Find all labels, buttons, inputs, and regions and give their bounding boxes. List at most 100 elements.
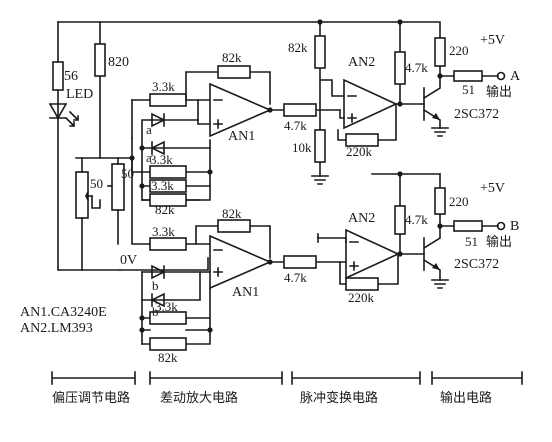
diff-amp-top xyxy=(129,65,341,207)
transistor-bot-icon xyxy=(422,225,441,281)
label-r-820: 820 xyxy=(108,55,129,70)
resistor-51-bot xyxy=(453,220,483,232)
label-diode-b1: b xyxy=(152,278,159,293)
caption-output: 输出电路 xyxy=(440,390,492,406)
label-r47-top: 4.7k xyxy=(284,118,307,133)
label-r82-top2: 82k xyxy=(155,202,175,217)
resistor-3.3k-top-3 xyxy=(149,179,187,193)
led-light-arrows-icon xyxy=(64,110,80,128)
resistor-3.3k-bot-1 xyxy=(149,237,187,251)
terminal-b xyxy=(496,221,506,231)
label-diode-a1: a xyxy=(146,122,152,137)
opamp-an1-top xyxy=(209,82,273,138)
label-r33-bot2: 3.3k xyxy=(155,299,178,314)
label-r82-bot1: 82k xyxy=(222,206,242,221)
ground-icon-top-mid xyxy=(311,175,329,185)
diode-a-2-icon xyxy=(150,140,165,156)
led-icon xyxy=(48,102,68,120)
label-r47-bot: 4.7k xyxy=(284,270,307,285)
label-output-top: 输出 xyxy=(486,84,512,100)
label-output-bot: 输出 xyxy=(486,234,512,250)
resistor-220-top xyxy=(434,37,446,67)
label-r33-top1: 3.3k xyxy=(152,79,175,94)
ground-icon-bot-out xyxy=(431,279,449,289)
section-brackets xyxy=(51,371,523,385)
label-part-an1: AN1.CA3240E xyxy=(20,305,107,320)
label-r220-top: 220 xyxy=(449,43,469,58)
label-r82-an2: 82k xyxy=(288,40,308,55)
label-out-a: A xyxy=(510,69,521,84)
terminal-a xyxy=(496,71,506,81)
label-r220k-bot: 220k xyxy=(348,290,375,305)
label-an1-bot: AN1 xyxy=(232,285,259,300)
component-labels: 56 LED 820 50 50 0V 3.3k 3.3k 3.3k 82k 8… xyxy=(20,33,521,365)
resistor-56 xyxy=(52,61,64,91)
diode-a-1-icon xyxy=(151,112,166,128)
label-vcc-bot: +5V xyxy=(480,181,505,196)
resistor-3.3k-top-1 xyxy=(149,93,187,107)
resistor-51-top xyxy=(453,70,483,82)
ground-icon-top-out xyxy=(431,127,449,137)
label-part-an2: AN2.LM393 xyxy=(20,321,93,336)
label-an2-top: AN2 xyxy=(348,55,375,70)
label-vcc-top: +5V xyxy=(480,33,505,48)
label-0v: 0V xyxy=(120,253,137,268)
label-r82-bot2: 82k xyxy=(158,350,178,365)
label-r47-pull-bot: 4.7k xyxy=(405,212,428,227)
label-r33-bot1: 3.3k xyxy=(152,224,175,239)
resistor-4.7k-bot xyxy=(283,255,317,269)
caption-bias: 偏压调节电路 xyxy=(52,390,130,406)
label-transistor-top: 2SC372 xyxy=(454,107,499,122)
transistor-top-icon xyxy=(422,75,441,129)
label-r220k-top: 220k xyxy=(346,144,373,159)
bias-circuit xyxy=(48,21,321,271)
resistor-82k-an2 xyxy=(314,35,326,69)
label-diode-a2: a xyxy=(146,150,152,165)
label-r47-pull-top: 4.7k xyxy=(405,60,428,75)
label-r82-top1: 82k xyxy=(222,50,242,65)
label-r-56: 56 xyxy=(64,69,78,84)
label-an1-top: AN1 xyxy=(228,129,255,144)
resistor-820 xyxy=(94,43,106,77)
resistor-220k-top xyxy=(345,133,379,147)
resistor-220k-bot xyxy=(345,277,379,291)
resistor-82k-bot-2 xyxy=(149,337,187,351)
label-transistor-bot: 2SC372 xyxy=(454,257,499,272)
label-an2-bot: AN2 xyxy=(348,211,375,226)
label-r33-top3: 3.3k xyxy=(151,178,174,193)
label-out-b: B xyxy=(510,219,519,234)
label-pot-50-b: 50 xyxy=(121,166,134,181)
resistor-3.3k-bot-2 xyxy=(149,311,187,325)
label-r51-top: 51 xyxy=(462,82,475,97)
opamp-an2-bot xyxy=(345,228,400,280)
resistor-82k-top-1 xyxy=(217,65,251,79)
diff-amp-bottom xyxy=(139,219,347,351)
resistor-82k-top-2 xyxy=(149,193,187,207)
diode-b-2-icon xyxy=(150,292,165,308)
label-diode-b2: b xyxy=(152,304,159,319)
label-pot-50-a: 50 xyxy=(90,176,103,191)
label-r51-bot: 51 xyxy=(465,234,478,249)
resistor-82k-bot-1 xyxy=(217,219,251,233)
resistor-4.7k-top xyxy=(283,103,317,117)
pulse-shaper-bottom xyxy=(317,171,441,291)
resistor-3.3k-top-2 xyxy=(149,165,187,179)
label-r220-bot: 220 xyxy=(449,194,469,209)
opamp-an1-bot xyxy=(209,234,273,290)
label-led: LED xyxy=(66,87,93,102)
caption-diff-amp: 差动放大电路 xyxy=(160,390,238,406)
caption-pulse: 脉冲变换电路 xyxy=(300,390,378,406)
pulse-shaper-top xyxy=(311,19,425,185)
diode-b-1-icon xyxy=(151,264,166,280)
label-r10: 10k xyxy=(292,140,312,155)
opamp-an2-top xyxy=(343,78,398,130)
section-captions: 偏压调节电路 差动放大电路 脉冲变换电路 输出电路 xyxy=(52,390,492,406)
label-r33-top2: 3.3k xyxy=(150,152,173,167)
resistor-4.7k-pull-top xyxy=(394,51,406,85)
resistor-220-bot xyxy=(434,187,446,215)
output-top xyxy=(399,21,506,137)
resistor-4.7k-pull-bot xyxy=(394,205,406,235)
output-bottom xyxy=(422,173,506,289)
